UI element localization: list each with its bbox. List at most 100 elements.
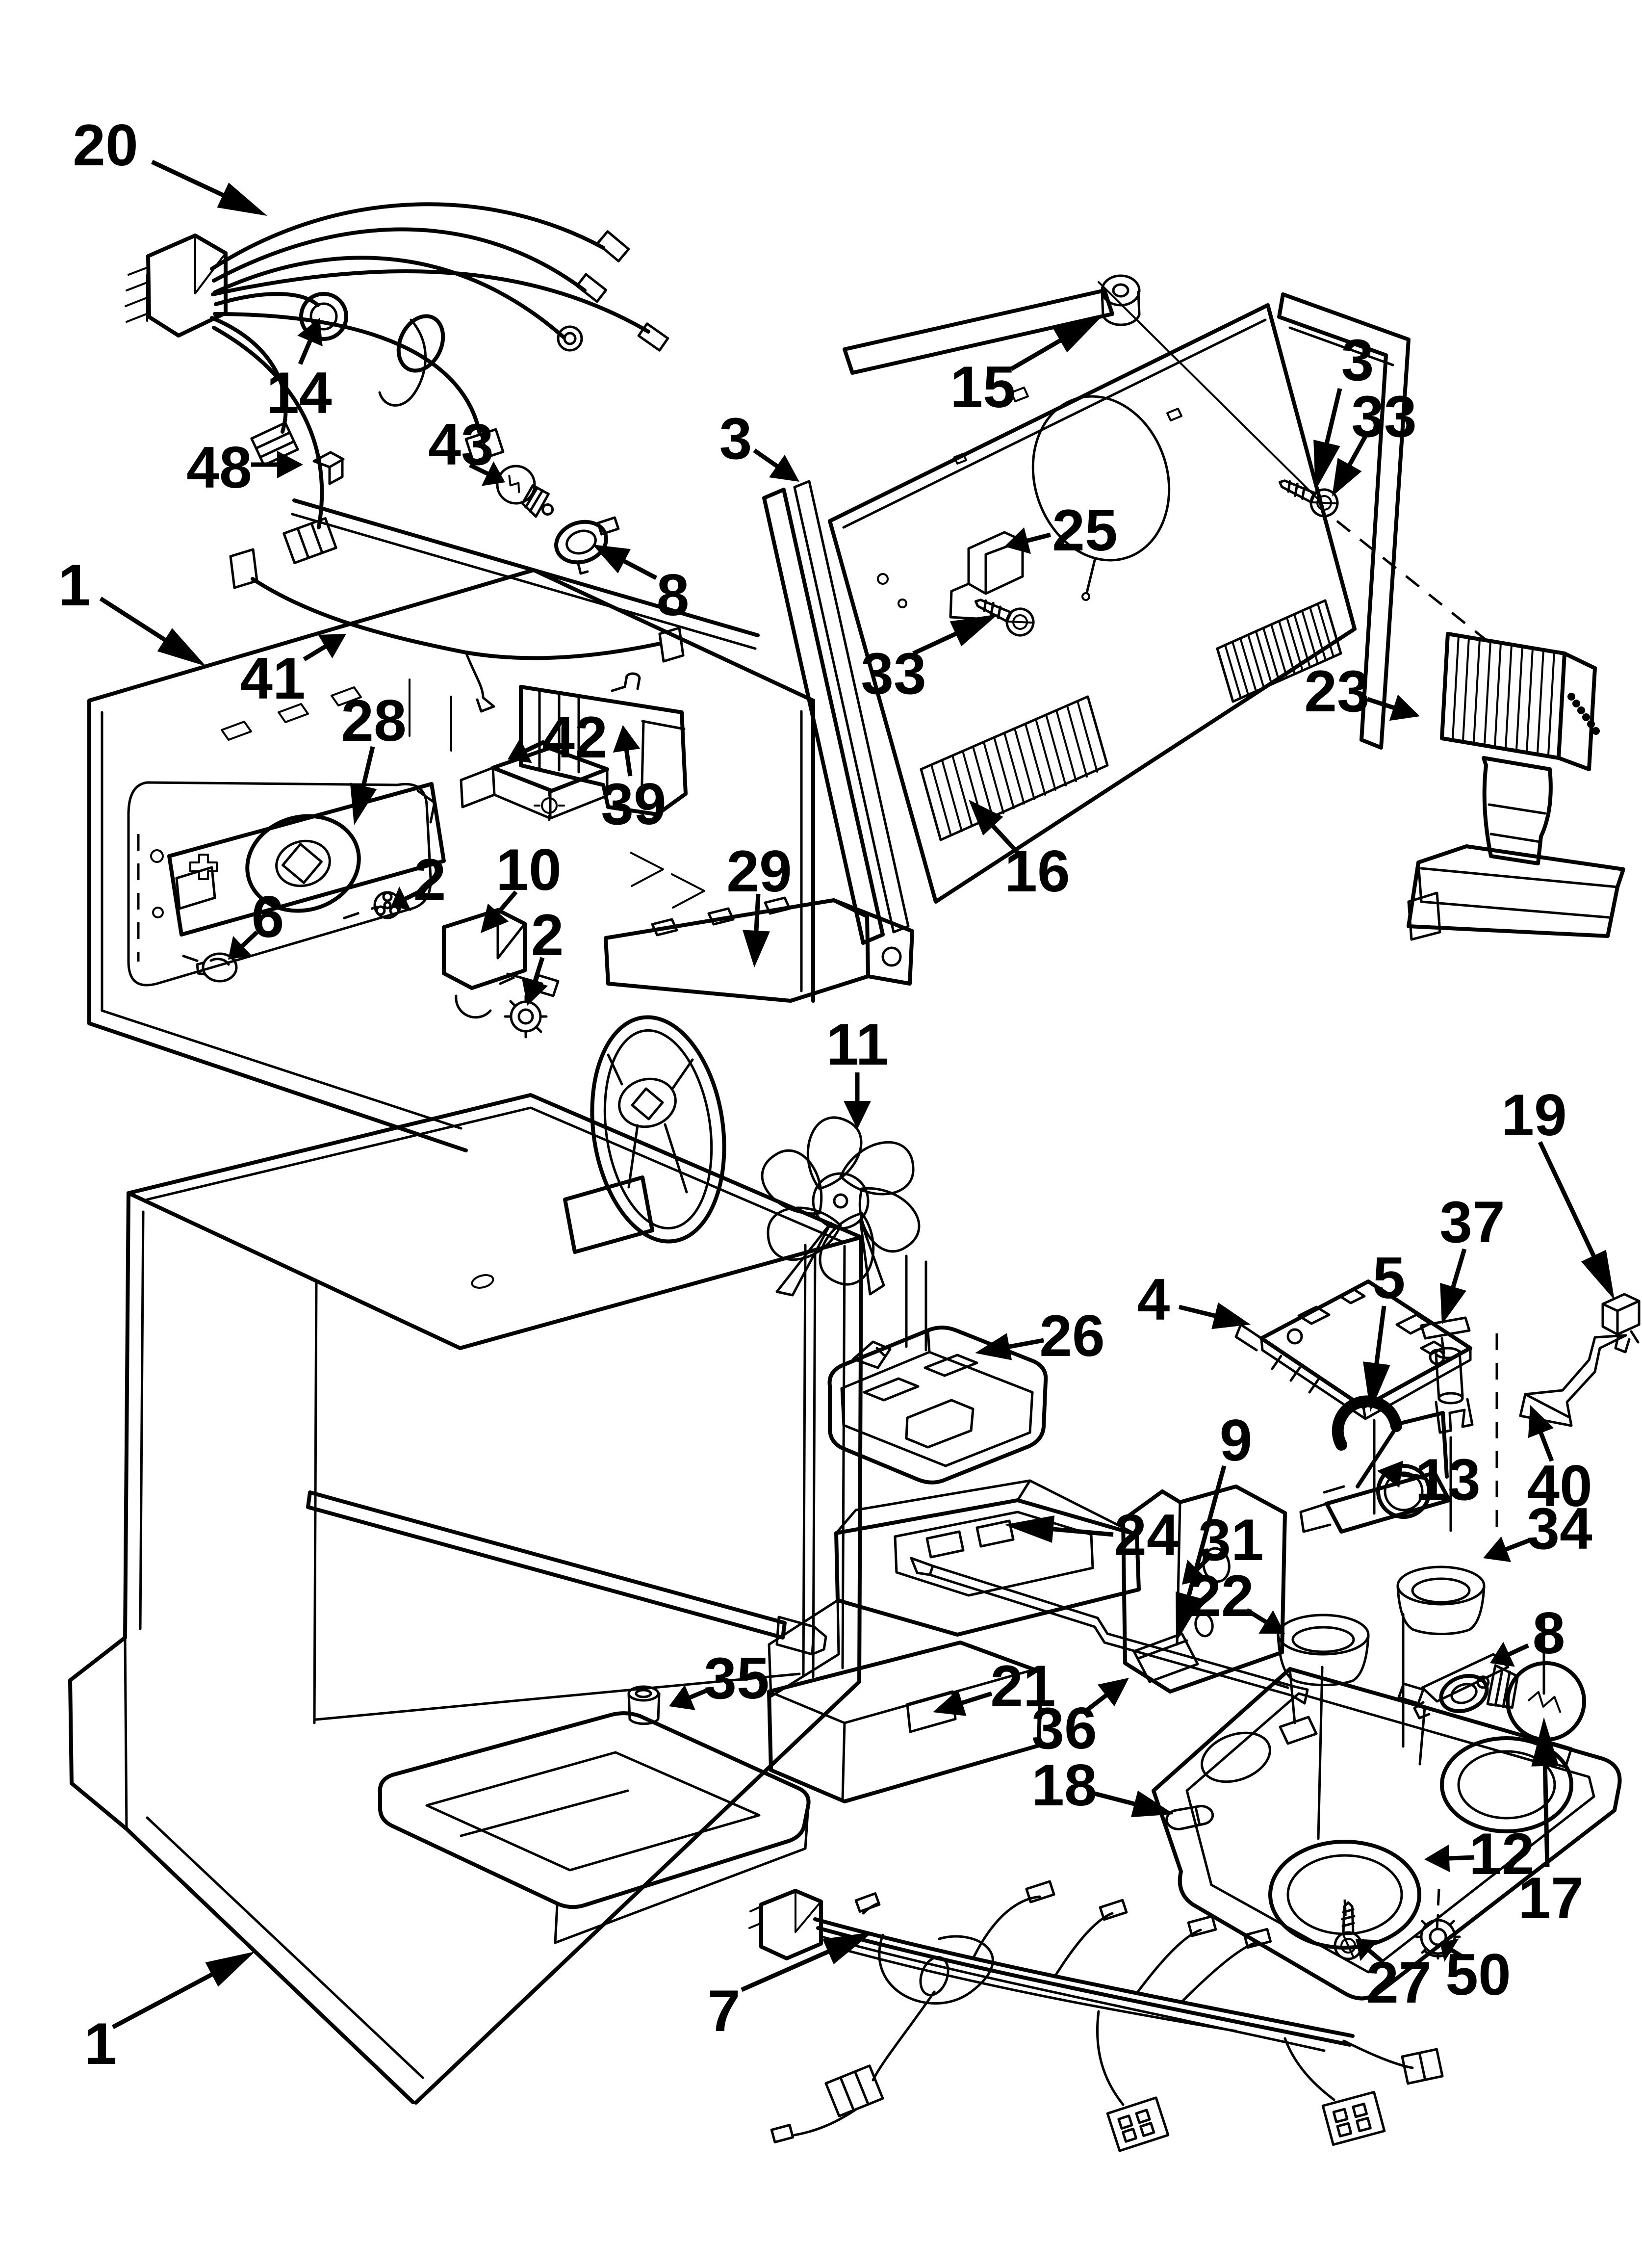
callout-arrowhead [1356,1939,1379,1961]
callout-arrowhead [1004,527,1031,554]
callout-28-15: 28 [341,688,407,825]
callout-number: 42 [542,704,607,770]
callout-leader-line [957,1691,993,1707]
callout-leader-line [753,893,761,936]
callout-arrowhead [1211,1302,1251,1330]
callout-arrowhead [1483,1536,1512,1563]
clamp-5-art [1332,1395,1402,1451]
callout-number: 36 [1031,1695,1097,1761]
callout-2-18: 2 [391,847,446,912]
callout-3-7: 3 [1313,327,1374,491]
callout-13-30: 13 [1377,1447,1481,1512]
callout-leader-line [1366,697,1399,711]
callout-leader-line [298,336,314,365]
plate-36-art [1132,1632,1199,1683]
callout-2-20: 2 [521,902,564,1006]
lower-liner-art [68,1093,863,2105]
fan-shroud-art [563,852,927,1352]
callout-leader-line [1004,1338,1044,1350]
callout-8-36: 8 [1490,1600,1565,1667]
callout-arrowhead [217,182,267,216]
callout-arrowhead [669,1685,695,1710]
block-19-art [1601,1293,1641,1354]
callout-39-17: 39 [601,725,667,837]
callout-20-0: 20 [73,112,267,216]
callout-arrowhead [297,318,323,346]
callout-arrowhead [1313,440,1340,491]
air-tower-art [1407,632,1625,941]
callout-number: 10 [496,837,561,903]
callout-leader-line [1444,1855,1475,1861]
callout-number: 9 [1220,1408,1253,1473]
callout-number: 15 [950,354,1015,420]
callout-leader-line [303,642,331,661]
callout-arrowhead [1182,1560,1207,1585]
callout-arrowhead [1363,1361,1390,1412]
callout-number: 20 [73,112,138,178]
callout-number: 33 [1351,384,1416,449]
callout-number: 26 [1039,1303,1104,1369]
callout-26-28: 26 [975,1303,1105,1369]
callout-arrowhead [1258,1610,1285,1634]
callout-leader-line [99,597,170,645]
callout-37-25: 37 [1439,1189,1505,1325]
callout-arrowhead [481,461,505,486]
callout-number: 1 [84,2011,117,2077]
callout-number: 11 [826,1012,889,1077]
callout-18-39: 18 [1031,1752,1174,1818]
callout-number: 3 [719,406,752,471]
callout-11-23: 11 [826,1012,889,1129]
bracket-28-art [167,782,560,1039]
drain-pan-art [1152,1667,1622,2001]
callout-number: 27 [1366,1950,1431,2015]
callout-arrowhead [277,451,303,478]
fastener-2b-art [504,994,548,1039]
callout-arrowhead [318,634,346,658]
callout-leader-line [619,557,658,580]
callout-arrowhead [521,977,548,1006]
callout-arrowhead [228,936,252,960]
callout-arrowhead [769,455,799,482]
callout-number: 39 [601,771,666,837]
callout-leader-line [1345,431,1369,470]
callout-arrowhead [1176,1591,1203,1642]
callout-number: 14 [266,360,332,426]
callout-19-24: 19 [1501,1082,1615,1300]
callout-arrowhead [1389,694,1420,721]
callout-41-14: 41 [240,634,346,711]
callout-leader-line [151,159,229,199]
bottom-harness-art [748,1880,1444,2152]
valve-37-art [1420,1316,1474,1434]
callout-number: 1 [58,552,91,618]
grommet-15-art [1101,274,1141,326]
callout-arrowhead [822,1932,873,1964]
callout-leader-line [111,1970,217,2029]
callout-arrowhead [1097,1678,1129,1707]
callout-43-3: 43 [428,412,505,486]
callout-arrowhead [1581,1250,1615,1300]
callout-number: 31 [1198,1507,1263,1573]
callout-number: 21 [990,1653,1055,1719]
callout-arrowhead [1377,1460,1403,1488]
callout-29-22: 29 [726,838,792,967]
callout-number: 8 [1533,1600,1565,1666]
callout-10-19: 10 [481,837,562,933]
callout-16-12: 16 [969,800,1070,904]
callout-22-35: 22 [1188,1563,1285,1634]
callout-14-1: 14 [266,318,332,426]
callout-arrowhead [1332,458,1362,496]
callout-arrowhead [157,628,206,666]
callout-number: 2 [531,902,564,968]
callout-arrowhead [1424,1845,1450,1872]
callout-arrowhead [350,782,377,825]
fan-blade-art [761,1116,921,1297]
callout-number: 25 [1052,497,1117,563]
callout-leader-line [1048,1526,1114,1537]
callout-leader-line [1081,1691,1111,1715]
callout-number: 40 [1527,1453,1592,1519]
callout-leader-line [1323,388,1342,448]
callout-arrowhead [1130,1790,1174,1818]
callout-leader-line [531,957,545,987]
